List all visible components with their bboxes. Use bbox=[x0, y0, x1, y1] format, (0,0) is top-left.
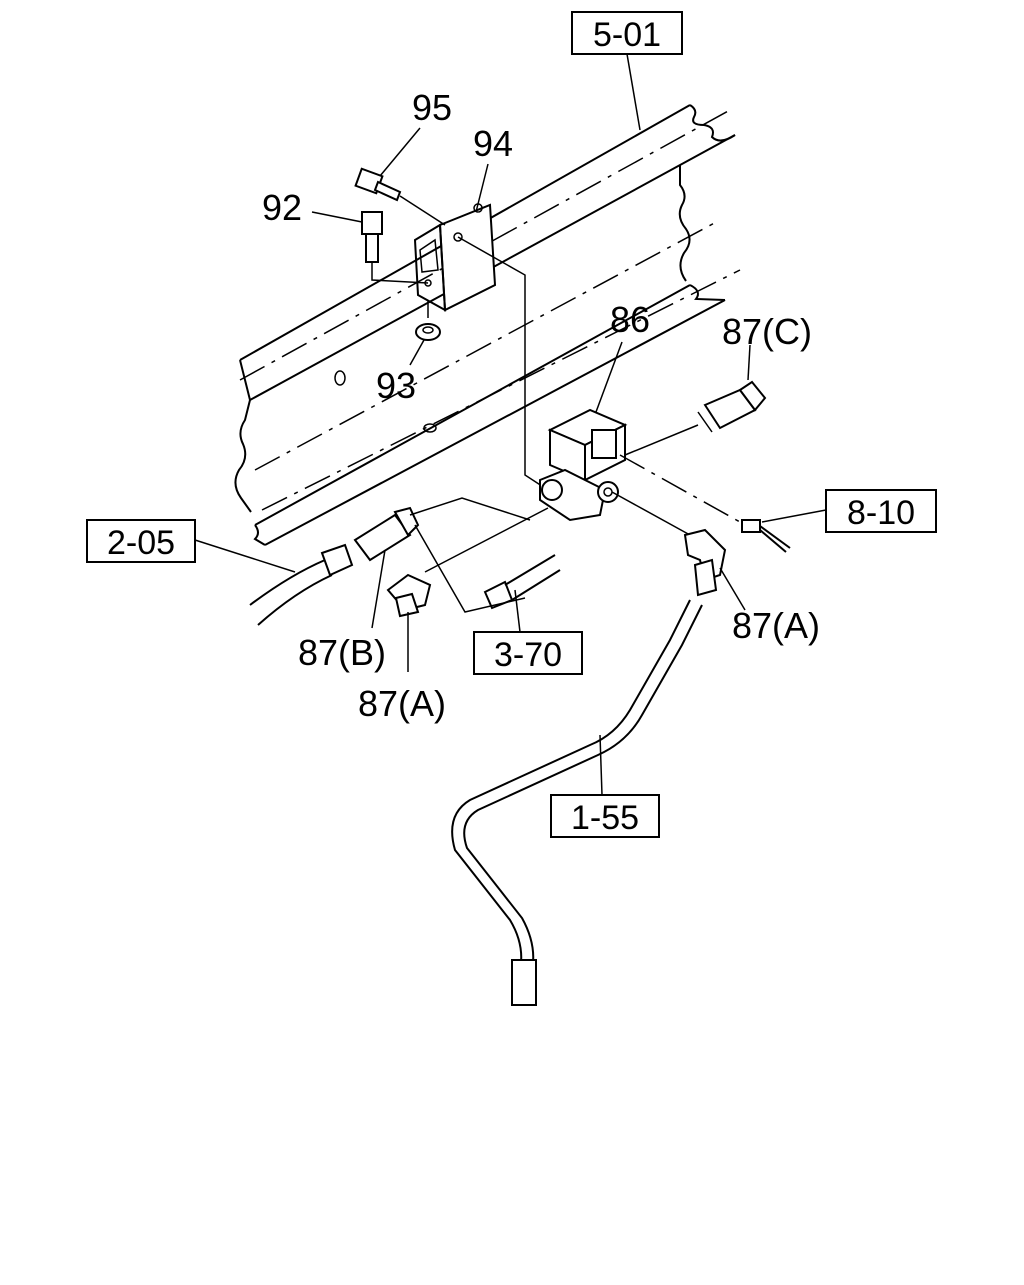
nut-93 bbox=[415, 300, 441, 341]
callout-95: 95 bbox=[412, 87, 452, 128]
callout-93: 93 bbox=[376, 365, 416, 406]
bolt-95 bbox=[354, 167, 446, 226]
callout-92: 92 bbox=[262, 187, 302, 228]
solenoid-valve-86 bbox=[457, 236, 628, 522]
callout-94: 94 bbox=[473, 123, 513, 164]
ref-box-5-01[interactable]: 5-01 bbox=[571, 11, 683, 131]
callout-87c: 87(C) bbox=[722, 311, 812, 352]
ref-box-5-01-label: 5-01 bbox=[593, 16, 661, 54]
ref-box-3-70[interactable]: 3-70 bbox=[473, 631, 583, 675]
ref-box-8-10[interactable]: 8-10 bbox=[825, 489, 937, 533]
ref-box-2-05-label: 2-05 bbox=[107, 524, 175, 562]
callout-86: 86 bbox=[610, 299, 650, 340]
pressure-switch-87c bbox=[624, 344, 767, 456]
line-3-70 bbox=[414, 507, 561, 633]
bolt-92 bbox=[361, 211, 429, 284]
hose-2-05 bbox=[194, 539, 354, 626]
harness-connector bbox=[619, 454, 827, 553]
brake-pipe-1-55 bbox=[451, 599, 703, 1006]
callout-87a-right: 87(A) bbox=[732, 605, 820, 646]
callout-87a-left: 87(A) bbox=[358, 683, 446, 724]
callout-87b: 87(B) bbox=[298, 632, 386, 673]
elbow-fitting-87a-right bbox=[611, 491, 746, 611]
bracket bbox=[413, 203, 497, 312]
elbow-fitting-87a-left bbox=[386, 573, 432, 672]
ref-box-3-70-label: 3-70 bbox=[494, 636, 562, 674]
ref-box-8-10-label: 8-10 bbox=[847, 494, 915, 532]
ref-box-2-05[interactable]: 2-05 bbox=[86, 519, 196, 563]
nipple-87b bbox=[353, 497, 531, 629]
ref-box-1-55-label: 1-55 bbox=[571, 799, 639, 837]
ref-box-1-55[interactable]: 1-55 bbox=[550, 794, 660, 838]
